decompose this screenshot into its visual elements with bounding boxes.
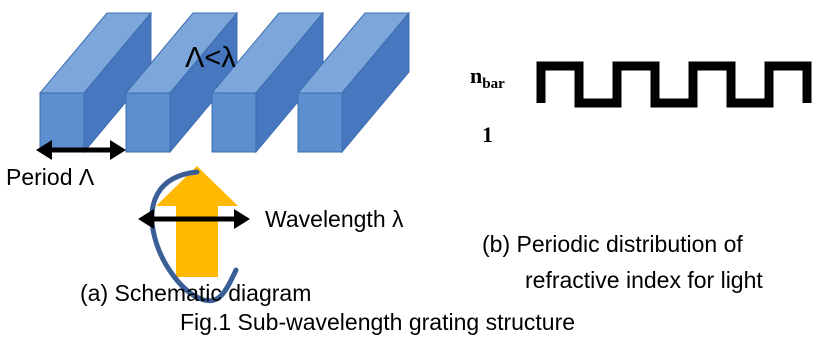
period-label: Period Λ [6, 164, 95, 190]
grating-bars [38, 11, 411, 154]
n-bar-level-label: nbar [470, 63, 505, 92]
grating-bar-4-front [297, 92, 343, 153]
period-arrow [36, 140, 126, 160]
grating-bar-1-front [39, 92, 85, 153]
n-bar-subscript: bar [482, 76, 505, 92]
schematic-caption: (a) Schematic diagram [80, 280, 311, 306]
wavelength-label: Wavelength λ [265, 206, 404, 232]
wavelength-wave-icon [149, 169, 239, 304]
grating-bar-1 [38, 11, 153, 154]
field-direction-arrow-icon [138, 209, 250, 229]
index-profile-caption-line2: refractive index for light [525, 267, 763, 293]
refractive-index-square-wave [536, 61, 812, 108]
index-profile-caption-line1: (b) Periodic distribution of [482, 231, 743, 257]
grating-condition-label: Λ<λ [185, 42, 236, 74]
figure-title: Fig.1 Sub-wavelength grating structure [180, 309, 575, 335]
grating-bar-3-front [211, 92, 257, 153]
grating-bar-3 [210, 11, 325, 154]
n-bar-main: n [470, 63, 482, 88]
grating-bar-4 [296, 11, 411, 154]
unity-level-label: 1 [482, 122, 493, 147]
grating-bar-2-front [125, 92, 171, 153]
